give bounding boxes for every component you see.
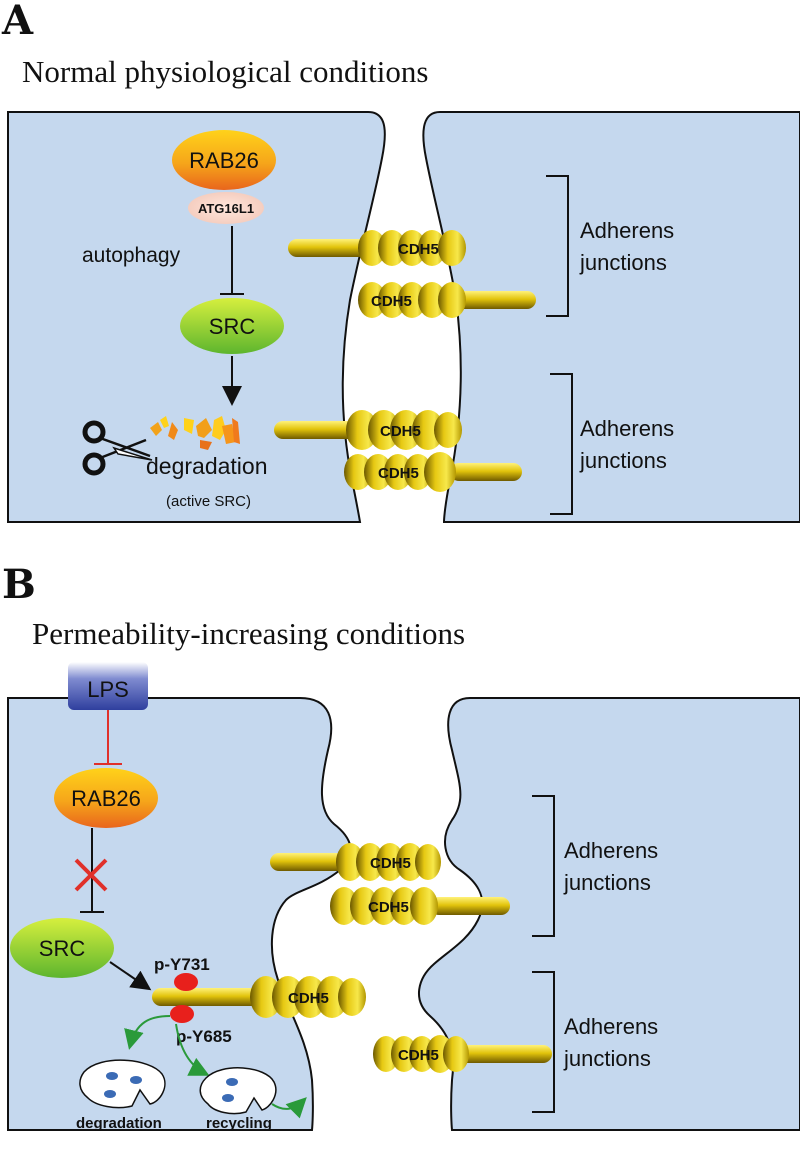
active-src-label: (active SRC) (166, 493, 251, 510)
cdh5-label: CDH5 (380, 423, 421, 440)
rab26-oval-a (172, 130, 276, 190)
cdh5-rod (450, 1045, 552, 1063)
blocked-x-icon (74, 858, 108, 892)
cdh5-discs (336, 843, 441, 881)
scissors-icon (82, 420, 153, 476)
cdh5-rod (274, 421, 360, 439)
recycling-label: recycling (206, 1115, 272, 1132)
cdh5-junction-a-2: CDH5 CDH5 (274, 410, 522, 492)
degradation-label-b: degradation (76, 1115, 162, 1132)
panel-a-title: Normal physiological conditions (22, 54, 428, 89)
cdh5-junction-b-1: CDH5 CDH5 (270, 843, 510, 925)
phospho-site-y685 (170, 1005, 194, 1023)
junction-label-a-2-line1: Adherens (580, 416, 674, 441)
cdh5-rod (270, 853, 346, 871)
junction-label-a-2-line2: junctions (579, 448, 667, 473)
junction-bracket-b-2 (532, 971, 555, 1113)
p-y685-label: p-Y685 (176, 1027, 232, 1046)
cell-left-b (7, 697, 352, 1131)
cdh5-label: CDH5 (398, 241, 439, 258)
recycling-vesicle-icon (199, 1067, 277, 1115)
src-oval-a (180, 298, 284, 354)
panel-b-title: Permeability-increasing conditions (32, 616, 465, 651)
cdh5-discs (358, 230, 466, 266)
cdh5-discs (373, 1035, 469, 1073)
cdh5-discs (250, 976, 366, 1018)
junction-bracket-b-1 (532, 795, 555, 937)
junction-label-a-1-line1: Adherens (580, 218, 674, 243)
cdh5-rod (152, 988, 262, 1006)
rab26-label-a: RAB26 (189, 148, 259, 173)
junction-bracket-a-1 (546, 175, 569, 317)
src-oval-b (10, 918, 114, 978)
cdh5-discs (330, 887, 438, 925)
phospho-cdh5: CDH5 (152, 973, 366, 1023)
cdh5-discs (346, 410, 462, 450)
junction-label-a-1-line2: junctions (579, 250, 667, 275)
cdh5-label: CDH5 (398, 1047, 439, 1064)
cdh5-junction-b-2: CDH5 (373, 1035, 552, 1073)
cdh5-rod (450, 463, 522, 481)
cdh5-label: CDH5 (288, 990, 329, 1007)
lps-box (68, 662, 148, 710)
phospho-site-y731 (174, 973, 198, 991)
degraded-src-fragments (150, 416, 240, 450)
junction-label-b-1-line1: Adherens (564, 838, 658, 863)
recycling-return-arrow (271, 1097, 307, 1119)
p-y731-label: p-Y731 (154, 955, 210, 974)
atg16l1-oval (188, 192, 264, 224)
junction-bracket-a-2 (550, 373, 573, 515)
cdh5-rod (288, 239, 368, 257)
cdh5-junction-a-1: CDH5 CDH5 (288, 230, 536, 318)
src-label-a: SRC (209, 314, 256, 339)
degradation-arrow (124, 1015, 171, 1050)
autophagy-label: autophagy (82, 244, 181, 267)
cdh5-label: CDH5 (368, 899, 409, 916)
panel-b-letter: B (2, 561, 36, 608)
junction-label-b-1-line2: junctions (563, 870, 651, 895)
src-label-b: SRC (39, 936, 86, 961)
junction-label-b-2-line2: junctions (563, 1046, 651, 1071)
panel-b: B Permeability-increasing conditions LPS… (2, 561, 800, 1132)
lps-label: LPS (87, 677, 129, 702)
lysosome-icon (79, 1059, 166, 1109)
rab26-oval-b (54, 768, 158, 828)
src-cdh5-arrow (109, 961, 152, 991)
cdh5-label: CDH5 (370, 855, 411, 872)
panel-a-letter: A (1, 0, 34, 44)
cdh5-rod (430, 897, 510, 915)
rab26-label-b: RAB26 (71, 786, 141, 811)
recycling-arrow (175, 1023, 210, 1076)
junction-label-b-2-line1: Adherens (564, 1014, 658, 1039)
atg16l1-label: ATG16L1 (198, 201, 254, 216)
panel-a: A Normal physiological conditions RAB26 … (1, 0, 800, 523)
cdh5-label: CDH5 (378, 465, 419, 482)
degradation-label-a: degradation (146, 453, 268, 479)
cdh5-label: CDH5 (371, 293, 412, 310)
cdh5-discs (358, 282, 466, 318)
cdh5-rod (452, 291, 536, 309)
cdh5-discs (344, 452, 456, 492)
